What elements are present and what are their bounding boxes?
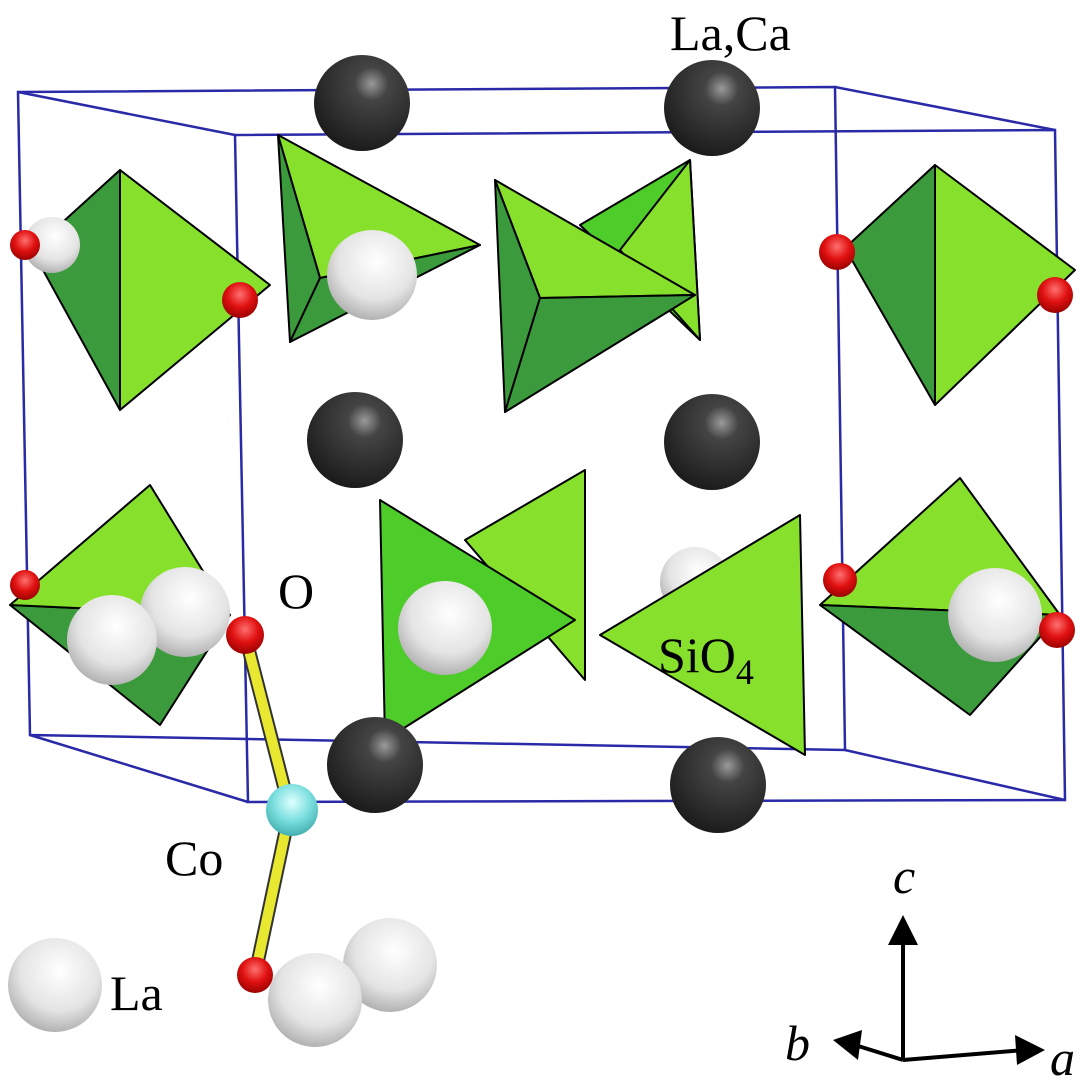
oxygen-atom bbox=[1037, 277, 1073, 313]
oxygen-atom bbox=[1039, 612, 1075, 648]
unit-cell bbox=[16, 85, 1067, 804]
oxygen-atom bbox=[10, 570, 40, 600]
la-ca-atom bbox=[670, 737, 766, 833]
axis-a-label: a bbox=[1050, 1030, 1075, 1085]
la-atom bbox=[343, 918, 437, 1012]
la-ca-atom bbox=[307, 392, 403, 488]
oxygen-atom bbox=[222, 282, 258, 318]
la-atom bbox=[398, 581, 492, 675]
axes-indicator bbox=[833, 915, 1045, 1065]
la-atom bbox=[24, 217, 80, 273]
la-atom bbox=[268, 953, 362, 1047]
axis-b-label: b bbox=[785, 1015, 810, 1071]
oxygen-atom bbox=[226, 616, 264, 654]
la-legend-atom bbox=[8, 938, 102, 1032]
oxygen-atom bbox=[237, 957, 273, 993]
la-ca-atom bbox=[327, 717, 423, 813]
la-ca-atom bbox=[664, 60, 760, 156]
la-atom bbox=[67, 595, 157, 685]
sio4-tetrahedron bbox=[494, 159, 701, 413]
cobalt-label: Co bbox=[165, 830, 223, 886]
lanthanum-label: La bbox=[110, 965, 163, 1021]
sio4-tetrahedron bbox=[844, 164, 1076, 406]
sio4-label: SiO4 bbox=[658, 627, 754, 692]
sio4-tetrahedron bbox=[599, 514, 806, 756]
la-ca-atom bbox=[664, 394, 760, 490]
oxygen-atom bbox=[819, 234, 855, 270]
la-ca-atom bbox=[314, 55, 410, 151]
cobalt-atom bbox=[266, 784, 318, 836]
oxygen-atom bbox=[10, 230, 40, 260]
oxygen-atom bbox=[823, 563, 857, 597]
la-atom bbox=[140, 567, 230, 657]
oxygen-label: O bbox=[278, 563, 314, 619]
la-atom bbox=[948, 568, 1042, 662]
axis-c-label: c bbox=[893, 848, 915, 904]
la-ca-label: La,Ca bbox=[670, 5, 791, 61]
la-atom bbox=[327, 230, 417, 320]
